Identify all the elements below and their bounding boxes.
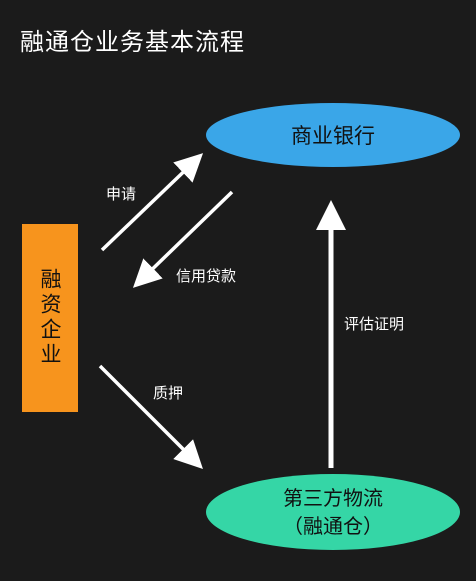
node-commercial-bank-label: 商业银行 — [291, 124, 375, 148]
node-commercial-bank: 商业银行 — [206, 103, 460, 167]
edge-label-credit-loan: 信用贷款 — [176, 267, 237, 285]
arrow-pledge — [98, 364, 203, 469]
node-logistics-label-line1: 第三方物流 — [283, 486, 383, 510]
node-financing-enterprise: 融资企业 — [22, 224, 78, 412]
edge-label-evaluation: 评估证明 — [344, 315, 405, 333]
node-logistics-label-line2: （融通仓） — [283, 514, 383, 538]
node-third-party-logistics: 第三方物流 （融通仓） — [206, 474, 460, 550]
edge-label-apply: 申请 — [106, 185, 137, 203]
arrow-apply — [100, 153, 204, 252]
arrow-credit-loan — [132, 190, 234, 288]
diagram-title: 融通仓业务基本流程 — [20, 28, 245, 56]
node-financing-enterprise-label: 融资企业 — [38, 268, 62, 368]
edge-label-pledge: 质押 — [153, 384, 184, 402]
